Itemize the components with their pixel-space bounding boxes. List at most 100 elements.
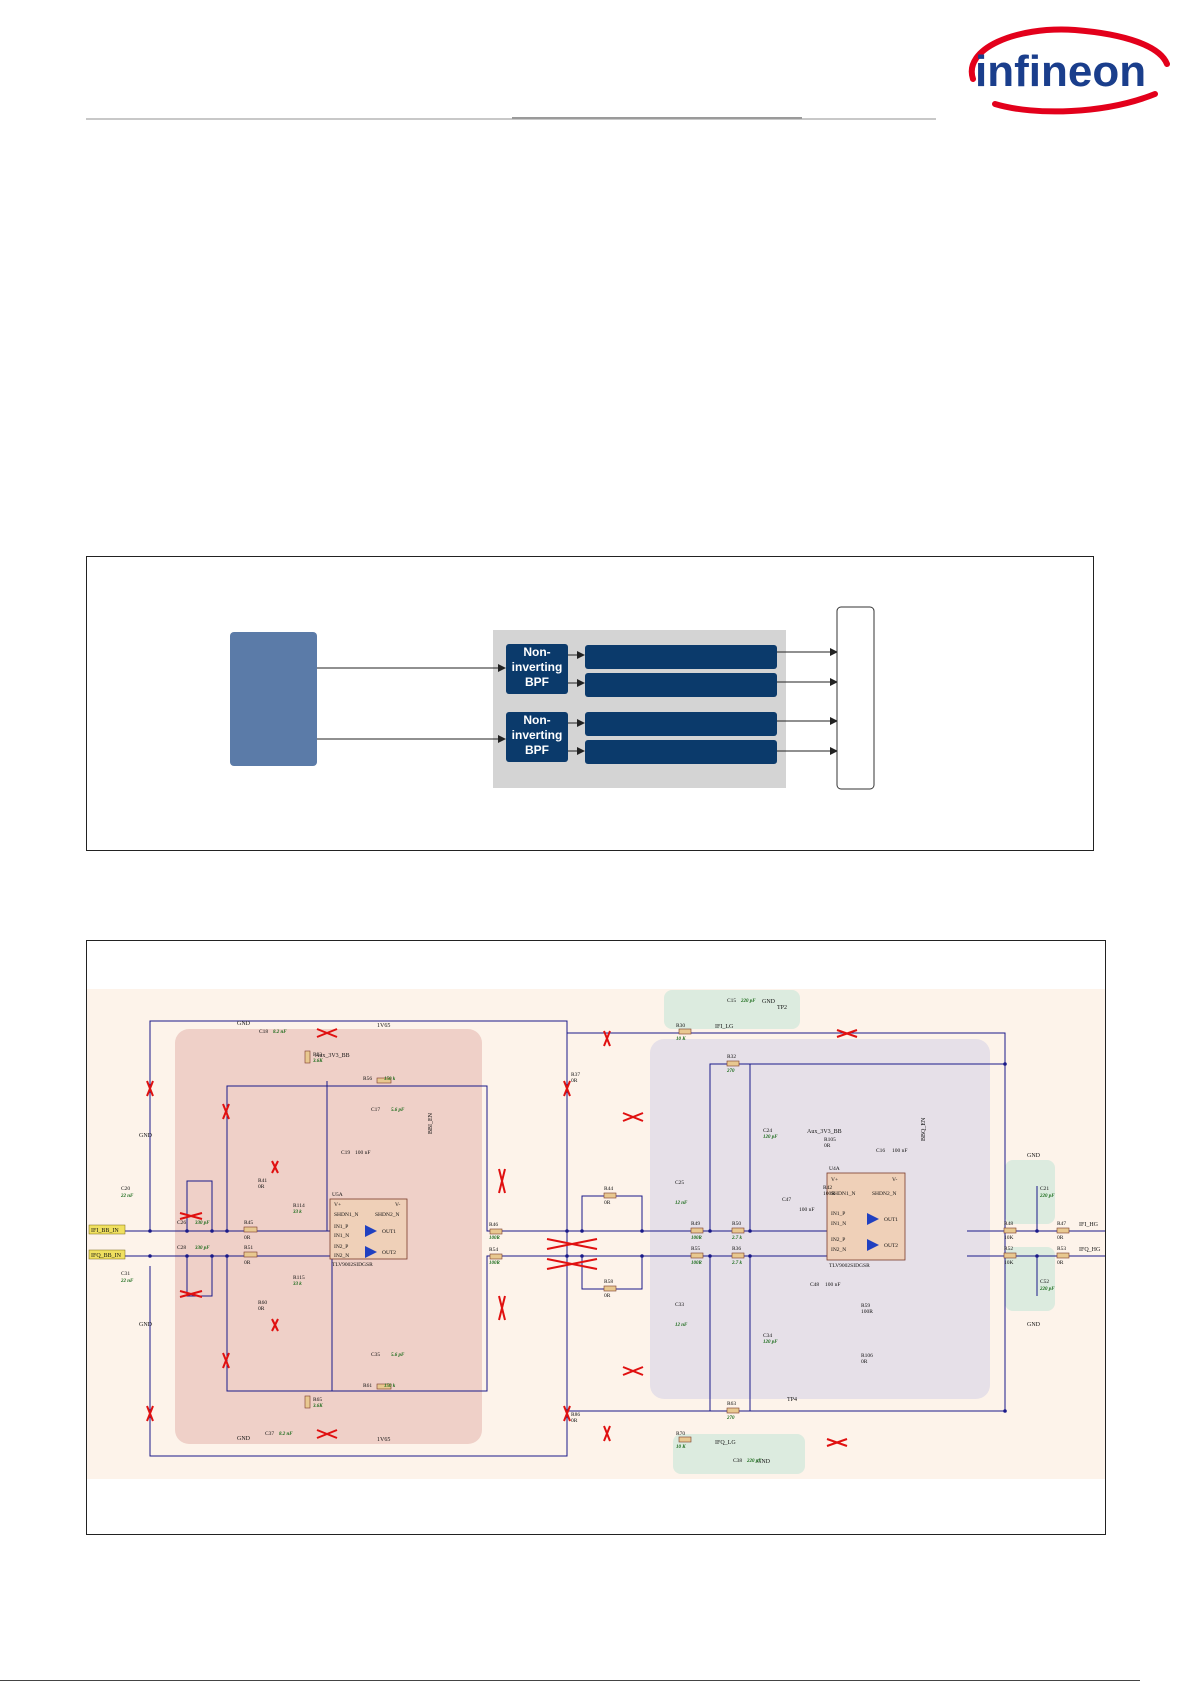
svg-text:R52: R52 [1004,1246,1013,1252]
svg-text:IN2_P: IN2_P [334,1244,348,1250]
svg-text:R55: R55 [691,1246,700,1252]
resistor-r37: R37 0R [571,1072,580,1084]
svg-text:C47: C47 [782,1197,791,1203]
svg-text:C19: C19 [341,1150,350,1156]
svg-text:C21: C21 [1040,1186,1049,1192]
svg-text:TLV9002SIDGSR: TLV9002SIDGSR [332,1262,373,1268]
svg-text:V+: V+ [831,1177,838,1183]
svg-text:R36: R36 [732,1246,741,1252]
resistor-r106: R106 0R [861,1353,873,1365]
resistor-r114: R114 33 k [292,1203,305,1215]
svg-text:R114: R114 [293,1203,305,1209]
adc-block [836,606,875,790]
capacitor-c16: C16 100 nF [876,1148,907,1154]
svg-text:R45: R45 [244,1220,253,1226]
svg-text:OUT2: OUT2 [382,1250,396,1256]
svg-text:220 pF: 220 pF [740,999,756,1004]
bpf-block-i: Non- inverting BPF [506,644,568,694]
svg-text:V+: V+ [334,1202,341,1208]
resistor-r47: R47 0R [1056,1221,1070,1241]
net-1v65-bottom: 1V65 [377,1437,390,1443]
svg-text:100R: 100R [691,1261,703,1266]
resistor-r42: R42 100R [823,1185,835,1197]
resistor-r46: R46 100R [489,1222,503,1241]
svg-text:IN1_N: IN1_N [831,1221,846,1227]
stage1-region [175,1029,482,1444]
svg-text:IN1_N: IN1_N [334,1233,349,1239]
logo-swoosh-top [968,26,1170,82]
header-rule [86,118,936,120]
svg-text:C37: C37 [265,1431,274,1437]
svg-text:R49: R49 [691,1221,700,1227]
svg-text:220 pF: 220 pF [746,1459,762,1464]
net-aux-2: Aux_3V3_BB [807,1129,842,1135]
svg-text:R51: R51 [244,1245,253,1251]
capacitor-c20: C20 22 nF [120,1186,134,1199]
svg-text:IN1_P: IN1_P [334,1224,348,1230]
svg-text:0R: 0R [604,1200,611,1206]
bpf-block-q: Non- inverting BPF [506,712,568,762]
svg-text:0R: 0R [244,1260,251,1266]
svg-text:100R: 100R [861,1309,873,1315]
resistor-r55: R55 100R [690,1246,704,1266]
resistor-r36: R36 2.7 k [731,1246,745,1266]
svg-text:120 pF: 120 pF [763,1340,778,1345]
svg-text:IN2_P: IN2_P [831,1237,845,1243]
logo-wordmark: infineon [975,47,1146,96]
tp4-label: TP4 [787,1397,797,1403]
svg-text:22 nF: 22 nF [120,1279,134,1284]
resistor-r41: R41 0R [258,1178,267,1190]
svg-text:R105: R105 [824,1137,836,1143]
svg-text:0R: 0R [258,1306,265,1312]
svg-text:IN1_P: IN1_P [831,1211,845,1217]
net-bbq-en: BBQ_EN [921,1117,927,1141]
capacitor-c17: C17 5.6 pF [371,1107,405,1113]
svg-text:10 K: 10 K [676,1445,686,1450]
svg-text:R106: R106 [861,1353,873,1359]
svg-text:12 nF: 12 nF [675,1201,688,1206]
resistor-r52: R52 10K [1003,1246,1017,1266]
capacitor-c21: C21 220 pF [1039,1186,1055,1199]
resistor-r56: R56 150 k [363,1076,396,1084]
svg-text:3.6K: 3.6K [312,1059,323,1064]
svg-text:OUT2: OUT2 [884,1243,898,1249]
rc-filter-region-top [664,990,800,1029]
svg-text:TLV9002SIDGSR: TLV9002SIDGSR [829,1263,870,1269]
svg-text:C31: C31 [121,1271,130,1277]
svg-text:BPF: BPF [525,675,549,689]
svg-text:8.2 nF: 8.2 nF [273,1030,287,1035]
capacitor-c25: C25 12 nF [675,1180,688,1206]
block-diagram-svg: Non- inverting BPF Non- inverting BPF [230,606,875,790]
svg-text:0R: 0R [571,1418,578,1424]
schematic-figure: U5A V+ V- SHDN1_N SHDN2_N IN1_P IN1_N IN… [86,940,1106,1535]
svg-text:100 nF: 100 nF [825,1282,840,1288]
svg-text:SHDN2_N: SHDN2_N [375,1212,399,1218]
svg-text:IN2_N: IN2_N [831,1247,846,1253]
svg-text:220 pF: 220 pF [1039,1194,1055,1199]
svg-text:R44: R44 [604,1186,613,1192]
svg-text:R58: R58 [604,1279,613,1285]
svg-text:C24: C24 [763,1128,772,1134]
svg-text:10 K: 10 K [676,1037,686,1042]
resistor-r115: R115 33 k [292,1275,305,1287]
net-ifi-bb-in: IFI_BB_IN [88,1224,126,1235]
svg-text:10K: 10K [1004,1235,1014,1241]
svg-text:150 k: 150 k [384,1077,396,1082]
svg-text:220 pF: 220 pF [1039,1287,1055,1292]
svg-text:0R: 0R [1057,1260,1064,1266]
ic-u5a: U5A V+ V- SHDN1_N SHDN2_N IN1_P IN1_N IN… [329,1192,408,1268]
svg-text:OUT1: OUT1 [884,1217,898,1223]
source-block [230,632,317,766]
svg-text:IFQ_BB_IN: IFQ_BB_IN [91,1253,122,1259]
output-filter-region-i [1005,1160,1055,1224]
svg-text:C28: C28 [177,1245,186,1251]
net-gnd-c15: GND [762,999,776,1005]
svg-text:150 k: 150 k [384,1384,396,1389]
capacitor-c35: C35 5.6 pF [371,1352,405,1358]
svg-text:C35: C35 [371,1352,380,1358]
svg-text:C34: C34 [763,1333,772,1339]
resistor-r51: R51 0R [243,1245,258,1266]
svg-text:100 nF: 100 nF [892,1148,907,1154]
capacitor-c38: C38 220 pF [733,1458,762,1464]
svg-text:0R: 0R [571,1078,578,1084]
